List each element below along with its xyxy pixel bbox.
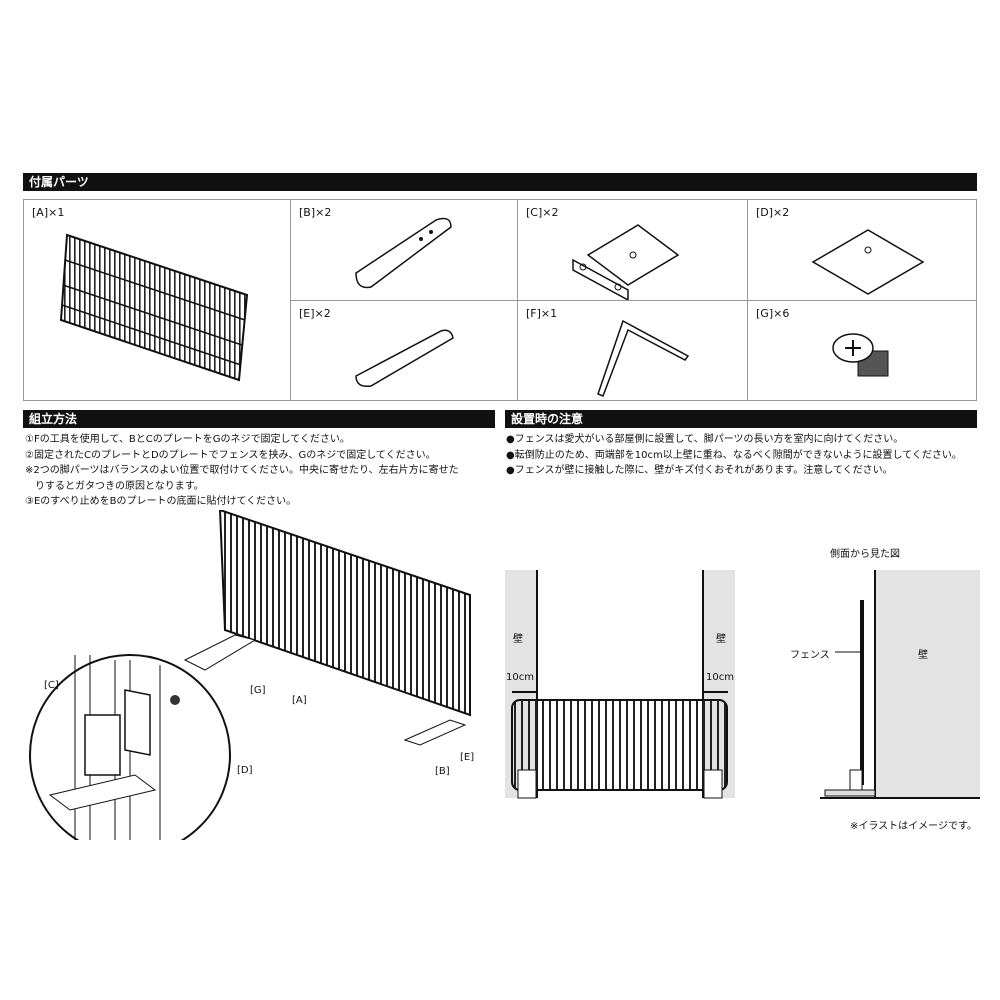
part-b-cell: [B]×2 bbox=[290, 199, 518, 301]
anti-slip-pad-illustration bbox=[355, 329, 454, 388]
part-label: [C]×2 bbox=[526, 206, 559, 219]
part-label: [B]×2 bbox=[299, 206, 332, 219]
overlap-left-label: 10cm bbox=[506, 672, 534, 683]
part-a-cell: [A]×1 bbox=[23, 199, 291, 401]
assembly-note: りするとガタつきの原因となります。 bbox=[25, 480, 204, 492]
fence-label: フェンス bbox=[790, 650, 830, 661]
callout-b: [B] bbox=[435, 766, 450, 777]
assembly-diagram bbox=[29, 510, 471, 840]
base-plate-illustration bbox=[355, 217, 452, 289]
screw-illustration bbox=[832, 333, 889, 377]
clamp-plate-illustration bbox=[811, 229, 925, 295]
assembly-step: ②固定されたCのプレートとDのプレートでフェンスを挟み、Gのネジで固定してくださ… bbox=[25, 449, 436, 461]
callout-g: [G] bbox=[250, 685, 266, 696]
side-view-diagram bbox=[820, 570, 980, 799]
fence-panel-illustration bbox=[59, 233, 249, 382]
caution-item: ●フェンスは愛犬がいる部屋側に設置して、脚パーツの長い方を室内に向けてください。 bbox=[506, 434, 904, 445]
caution-item: ●フェンスが壁に接触した際に、壁がキズ付くおそれがあります。注意してください。 bbox=[506, 465, 893, 476]
part-label: [G]×6 bbox=[756, 307, 790, 320]
side-wall-label: 壁 bbox=[918, 650, 928, 661]
part-d-cell: [D]×2 bbox=[747, 199, 977, 301]
part-label: [E]×2 bbox=[299, 307, 331, 320]
part-c-cell: [C]×2 bbox=[517, 199, 748, 301]
assembly-section-header: 組立方法 bbox=[23, 410, 495, 428]
part-f-cell: [F]×1 bbox=[517, 300, 748, 401]
part-g-cell: [G]×6 bbox=[747, 300, 977, 401]
side-diagram-title: 側面から見た図 bbox=[830, 549, 900, 560]
wall-right-label: 壁 bbox=[716, 634, 726, 645]
hex-key-tool-illustration bbox=[597, 319, 690, 397]
wall-left-label: 壁 bbox=[513, 634, 523, 645]
assembly-steps: ①Fの工具を使用して、BとCのプレートをGのネジで固定してください。 ②固定され… bbox=[25, 432, 459, 510]
illustration-note: ※イラストはイメージです。 bbox=[850, 821, 977, 832]
callout-c: [C] bbox=[44, 680, 59, 691]
caution-item: ●転倒防止のため、両端部を10cm以上壁に重ね、なるべく隙間ができないように設置… bbox=[506, 449, 962, 461]
callout-d: [D] bbox=[237, 765, 253, 776]
part-label: [D]×2 bbox=[756, 206, 790, 219]
part-label: [F]×1 bbox=[526, 307, 558, 320]
parts-section-header: 付属パーツ bbox=[23, 173, 977, 191]
assembly-step: ③Eのすべり止めをBのプレートの底面に貼付けてください。 bbox=[25, 496, 297, 507]
assembly-step: ①Fの工具を使用して、BとCのプレートをGのネジで固定してください。 bbox=[25, 434, 350, 445]
callout-a: [A] bbox=[292, 695, 307, 706]
caution-section-header: 設置時の注意 bbox=[505, 410, 977, 428]
overlap-right-label: 10cm bbox=[706, 672, 734, 683]
caution-list: ●フェンスは愛犬がいる部屋側に設置して、脚パーツの長い方を室内に向けてください。… bbox=[506, 432, 962, 479]
bracket-plate-illustration bbox=[572, 224, 680, 300]
part-e-cell: [E]×2 bbox=[290, 300, 518, 401]
part-label: [A]×1 bbox=[32, 206, 65, 219]
callout-e: [E] bbox=[460, 752, 475, 763]
front-installation-diagram bbox=[505, 570, 735, 799]
assembly-note: ※2つの脚パーツはバランスのよい位置で取付けてください。中央に寄せたり、左右片方… bbox=[25, 465, 459, 476]
